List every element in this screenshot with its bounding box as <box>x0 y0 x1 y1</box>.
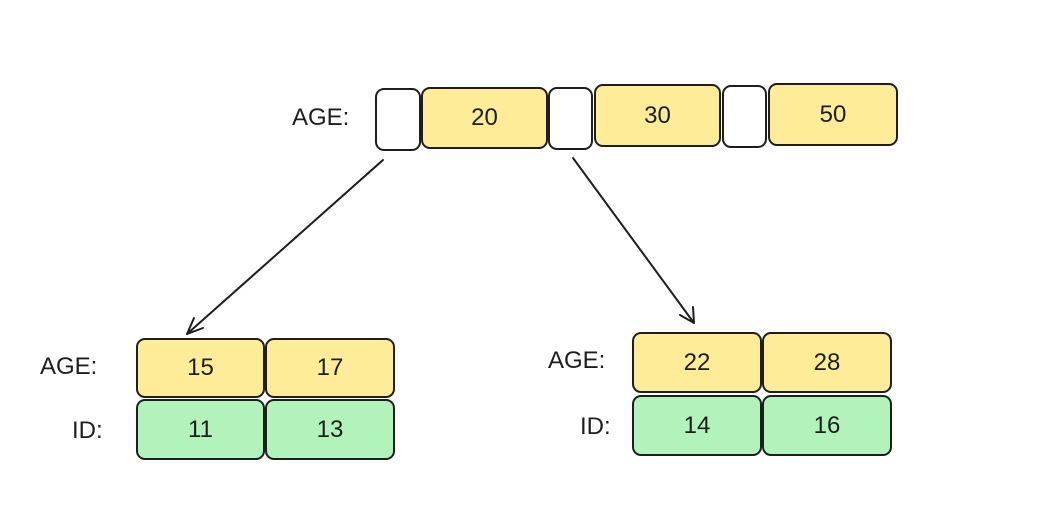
right-leaf-id-14: 14 <box>632 395 762 456</box>
root-key-30: 30 <box>594 84 721 147</box>
left-leaf-age-15: 15 <box>136 338 265 398</box>
left-leaf-id-label: ID: <box>72 417 103 444</box>
arrow-left-child <box>186 159 384 335</box>
arrow-right-child <box>572 157 695 324</box>
root-age-label: AGE: <box>292 104 350 131</box>
right-leaf-age-label: AGE: <box>548 347 606 374</box>
left-leaf-id-11: 11 <box>136 399 265 460</box>
root-pointer-0 <box>375 88 421 151</box>
left-leaf-age-17: 17 <box>265 338 395 398</box>
left-leaf-age-label: AGE: <box>40 353 98 380</box>
root-key-20: 20 <box>421 87 548 149</box>
right-leaf-age-28: 28 <box>762 332 892 393</box>
right-leaf-id-label: ID: <box>580 413 611 440</box>
root-pointer-2 <box>722 85 767 148</box>
right-leaf-id-16: 16 <box>762 395 892 456</box>
arrow-left-head <box>186 317 204 335</box>
right-leaf-age-22: 22 <box>632 332 762 393</box>
left-leaf-id-13: 13 <box>265 399 395 460</box>
root-pointer-1 <box>548 87 593 150</box>
root-key-50: 50 <box>768 83 898 146</box>
arrow-right-head <box>679 306 695 324</box>
